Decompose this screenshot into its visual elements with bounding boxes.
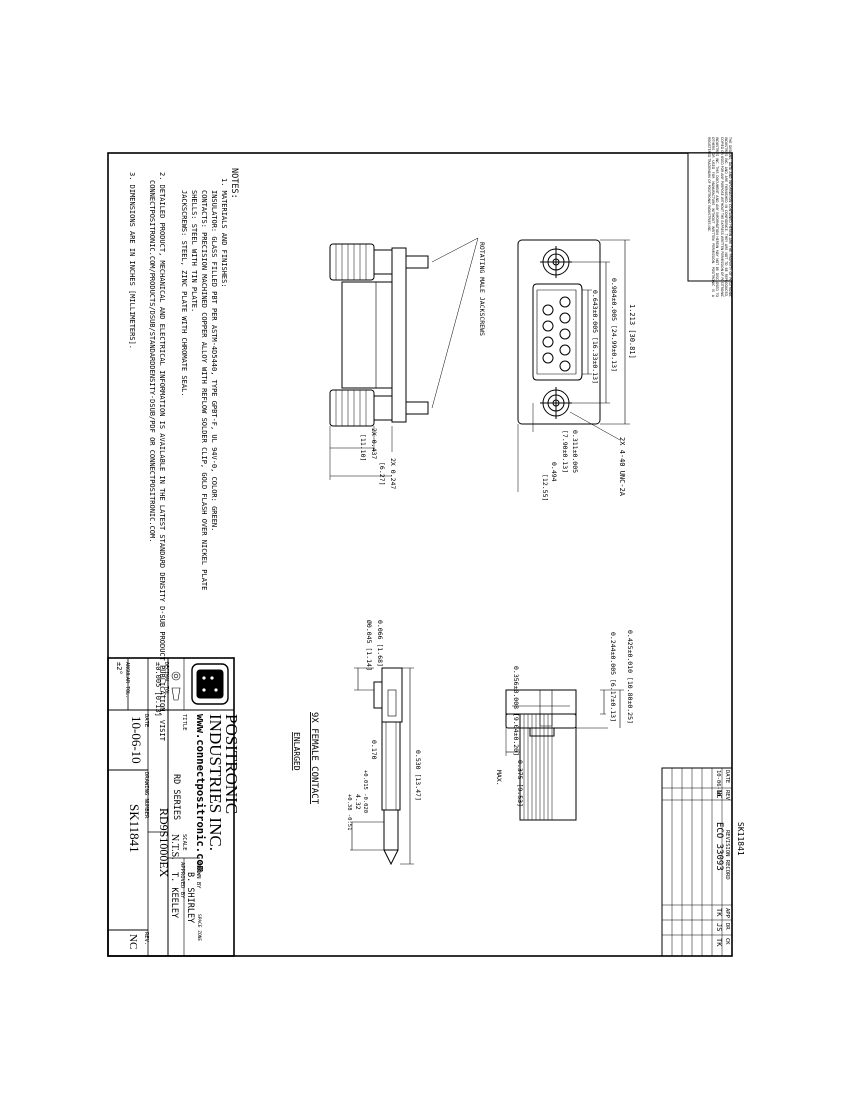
rev-header-dr: DR	[724, 923, 730, 930]
note-line: 2. DETAILED PRODUCT, MECHANICAL AND ELEC…	[158, 172, 166, 742]
note-line: JACKSCREWS: STEEL, ZINC PLATE WITH CHROM…	[180, 190, 188, 397]
note-line: CONNECTPOSITRONIC.COM/PRODUCTS/DSUB/STAN…	[148, 180, 156, 542]
rev-header-ck: CK	[724, 938, 730, 945]
sheet-border	[107, 152, 733, 957]
dim-jackscrew-b-mm: [6.27]	[378, 462, 386, 485]
dim-contact-tip-mm-tol: +0.38 -0.51	[346, 794, 352, 830]
dim-jackscrew-a: 2X 0.437	[370, 428, 378, 459]
positronic-logo	[191, 663, 229, 705]
drawn-by: B. SHIRLEY	[185, 872, 195, 923]
drawing-date: 10-06-10	[129, 716, 144, 764]
note-line: INSULATOR: GLASS FILLED PBT PER ASTM-4D5…	[210, 190, 218, 531]
dim-height-a-mm: [7.90±0.13]	[561, 430, 569, 473]
rev-label: REV.	[143, 932, 149, 945]
drawing-number: SK11841	[127, 804, 142, 853]
company-website: www.connectpositronic.com	[194, 714, 206, 872]
dim-contact-length: 0.530 [13.47]	[414, 750, 422, 801]
title-block	[107, 657, 235, 957]
note-line: 3. DIMENSIONS ARE IN INCHES [MILLIMETERS…	[128, 172, 136, 349]
contact-cavities	[542, 296, 571, 372]
revision-record	[661, 767, 733, 957]
rev-value: NC	[127, 934, 139, 949]
rev-header-app: APP	[724, 908, 730, 919]
dim-shell-width: 0.643±0.005 [16.33±0.13]	[591, 290, 599, 384]
dim-contact-tip: 0.170	[370, 740, 378, 760]
dim-height-b: 0.494	[550, 462, 558, 482]
contact-detail-title: 9X FEMALE CONTACT	[309, 712, 319, 805]
part-number: RD9S1000EX	[157, 808, 171, 878]
dim-height-a: 0.311±0.005	[571, 430, 579, 473]
approved-label: APPROVED BY	[179, 862, 185, 899]
dim-contact-tip-mm: 4.32	[354, 794, 362, 810]
notes-block: NOTES: 1. MATERIALS AND FINISHES: INSULA…	[128, 168, 239, 742]
angular-tol: ±2°	[115, 662, 123, 675]
dim-height-b-mm: [12.55]	[541, 474, 549, 501]
note-line: SHELLS: STEEL WITH TIN PLATE.	[190, 190, 198, 312]
dim-contact-tip-tol: +0.015 -0.020	[362, 770, 368, 813]
thread-note: 2X 4-40 UNC-2A	[618, 437, 626, 497]
dim-overall-width: 1.213 [30.81]	[628, 304, 636, 359]
angular-tol-label: ANGULAR TOL.	[124, 662, 130, 698]
drawn-label: DRAWN BY	[195, 862, 201, 889]
front-view	[517, 239, 630, 492]
decimal-tol: ±0.005 [0.13]	[154, 662, 162, 717]
notes-heading: NOTES:	[229, 168, 239, 199]
company-line-2: INDUSTRIES INC.	[206, 714, 225, 851]
rev-eco: ECO 33093	[714, 822, 724, 871]
date-label: DATE	[143, 714, 149, 727]
side-view	[329, 237, 479, 480]
rev-header-rev: REV	[724, 790, 730, 801]
title-label: TITLE	[181, 714, 187, 731]
disclaimer-text: THE DESIGNS, DATA AND INFORMATION CONTAI…	[706, 137, 732, 297]
drawing-number-label: DRAWING NUMBER	[143, 772, 149, 819]
revision-drawing-no: SK11841	[736, 822, 745, 856]
rev-code: NC	[715, 790, 723, 798]
approved-by: T. KEELEY	[169, 872, 179, 918]
dim-profile-c: 0.356±0.008 [9.04±0.20]	[512, 666, 520, 756]
rev-dr: JS	[715, 923, 723, 931]
dim-jackscrew-b: 2X 0.247	[389, 458, 397, 489]
rev-date: 10-06-10	[715, 770, 721, 797]
scale-label: SCALE	[181, 834, 187, 851]
dim-profile-max: 0.375 [9.53]	[516, 760, 524, 807]
dim-hole-spacing: 0.984±0.005 [24.99±0.13]	[610, 278, 618, 372]
contact-detail	[350, 667, 414, 866]
note-line: CONTACTS: PRECISION MACHINED COPPER ALLO…	[200, 190, 208, 590]
series-name: RD SERIES	[171, 774, 181, 820]
mounting-hole	[540, 246, 572, 278]
d-shell	[532, 283, 583, 381]
zone-label: SPACE ZONE	[196, 914, 202, 941]
rev-app: TK	[715, 908, 723, 917]
jackscrew	[329, 389, 429, 427]
mounting-hole	[540, 387, 572, 419]
decimal-tol-label: DECIMAL TOL.	[163, 662, 169, 698]
dim-jackscrew-a-mm: [11.10]	[359, 434, 367, 461]
dim-profile-b: 0.244±0.005 [6.17±0.13]	[609, 632, 617, 722]
rev-header-record: REVISION RECORD	[724, 830, 730, 880]
dim-contact-dia: 0.066 [1.68]	[376, 620, 384, 667]
jackscrew-callout: ROTATING MALE JACKSCREWS	[478, 242, 486, 336]
rev-ck: TK	[715, 938, 723, 947]
contact-detail-subtitle: ENLARGED	[292, 732, 301, 771]
dim-profile-max-label: MAX.	[495, 770, 503, 786]
note-line: 1. MATERIALS AND FINISHES:	[220, 178, 228, 288]
profile-view	[505, 689, 624, 821]
proprietary-notice: THE DESIGNS, DATA AND INFORMATION CONTAI…	[687, 137, 733, 297]
dim-contact-dia-2: Ø0.045 [1.14]	[365, 620, 373, 671]
scale-value: N.T.S.	[169, 834, 180, 860]
rev-header-date: DATE	[724, 770, 730, 783]
dim-profile-a: 0.425±0.010 [10.80±0.25]	[626, 630, 634, 724]
projection-symbol	[171, 671, 181, 681]
jackscrew	[329, 243, 429, 281]
company-line-1: POSITRONIC	[222, 714, 241, 814]
